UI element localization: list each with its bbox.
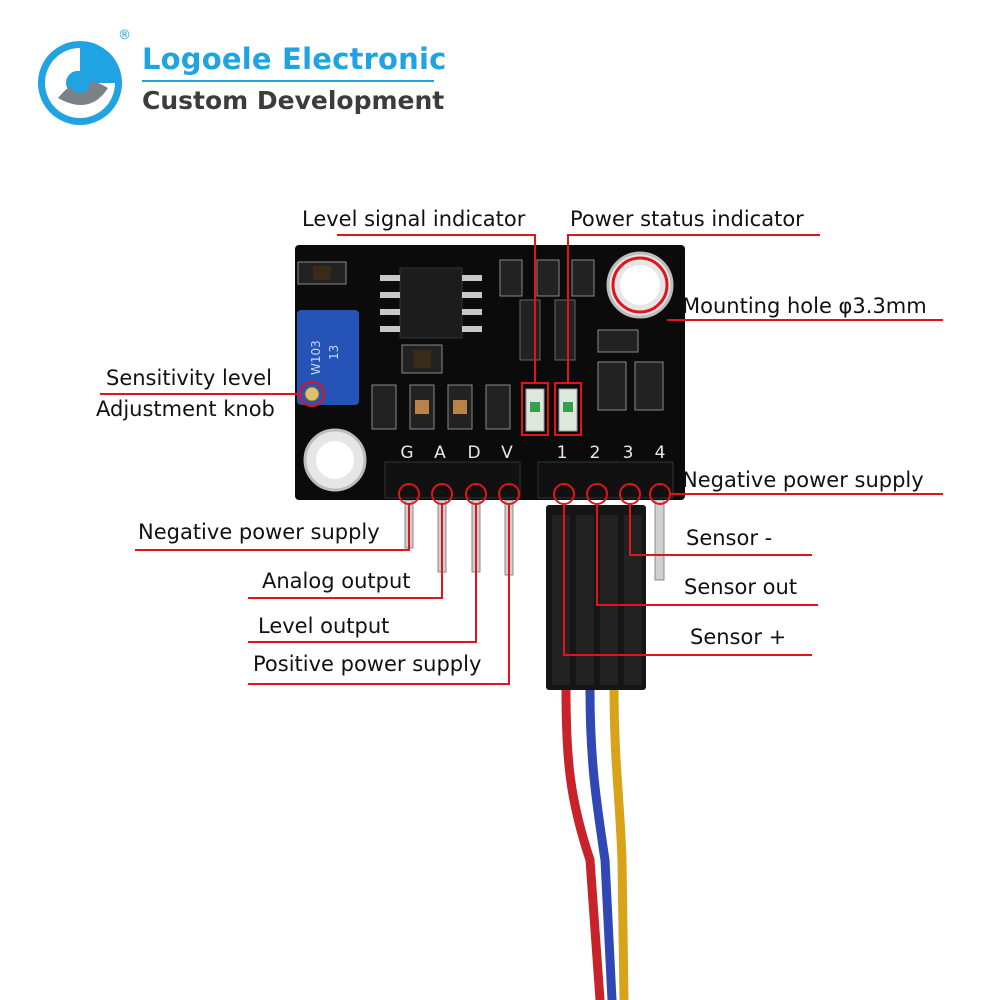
brand-name: Logoele Electronic <box>142 42 447 76</box>
pot-marking-2: 13 <box>327 345 341 360</box>
pot-marking: W103 <box>309 340 323 375</box>
header-pins-left <box>404 499 514 576</box>
label-mounting-hole: Mounting hole φ3.3mm <box>682 294 927 318</box>
silk-2: 2 <box>590 443 601 463</box>
silk-d: D <box>467 443 480 463</box>
label-power-status-indicator: Power status indicator <box>570 207 804 231</box>
label-sensor-minus: Sensor - <box>686 526 773 550</box>
label-adjustment-knob: Adjustment knob <box>96 397 275 421</box>
silk-1: 1 <box>557 443 568 463</box>
ic-chip <box>399 267 463 339</box>
brand-logo-block: ® Logoele Electronic Custom Development <box>30 28 450 128</box>
brand-tagline: Custom Development <box>142 86 445 115</box>
smd-components <box>297 259 664 430</box>
label-sensor-plus: Sensor + <box>690 625 787 649</box>
silk-3: 3 <box>623 443 634 463</box>
header-pin-right <box>654 494 665 581</box>
label-level-output: Level output <box>258 614 390 638</box>
label-sensor-out: Sensor out <box>684 575 798 599</box>
registered-mark: ® <box>118 28 131 43</box>
label-analog-output: Analog output <box>262 569 411 593</box>
label-negative-power-supply-right: Negative power supply <box>682 468 924 492</box>
brand-divider <box>142 80 434 82</box>
silk-a: A <box>434 443 446 463</box>
silk-g: G <box>400 443 413 463</box>
pcb-board <box>295 245 685 500</box>
label-level-signal-indicator: Level signal indicator <box>302 207 526 231</box>
callout-lines <box>100 234 943 685</box>
silkscreen-labels: G A D V 1 2 3 4 <box>400 443 665 463</box>
label-positive-power-supply: Positive power supply <box>253 652 482 676</box>
brand-logo-icon <box>38 41 122 125</box>
silk-4: 4 <box>655 443 666 463</box>
silk-v: V <box>501 443 513 463</box>
label-negative-power-supply-left: Negative power supply <box>138 520 380 544</box>
sensor-wires <box>561 685 629 1000</box>
label-sensitivity-level: Sensitivity level <box>106 366 272 390</box>
